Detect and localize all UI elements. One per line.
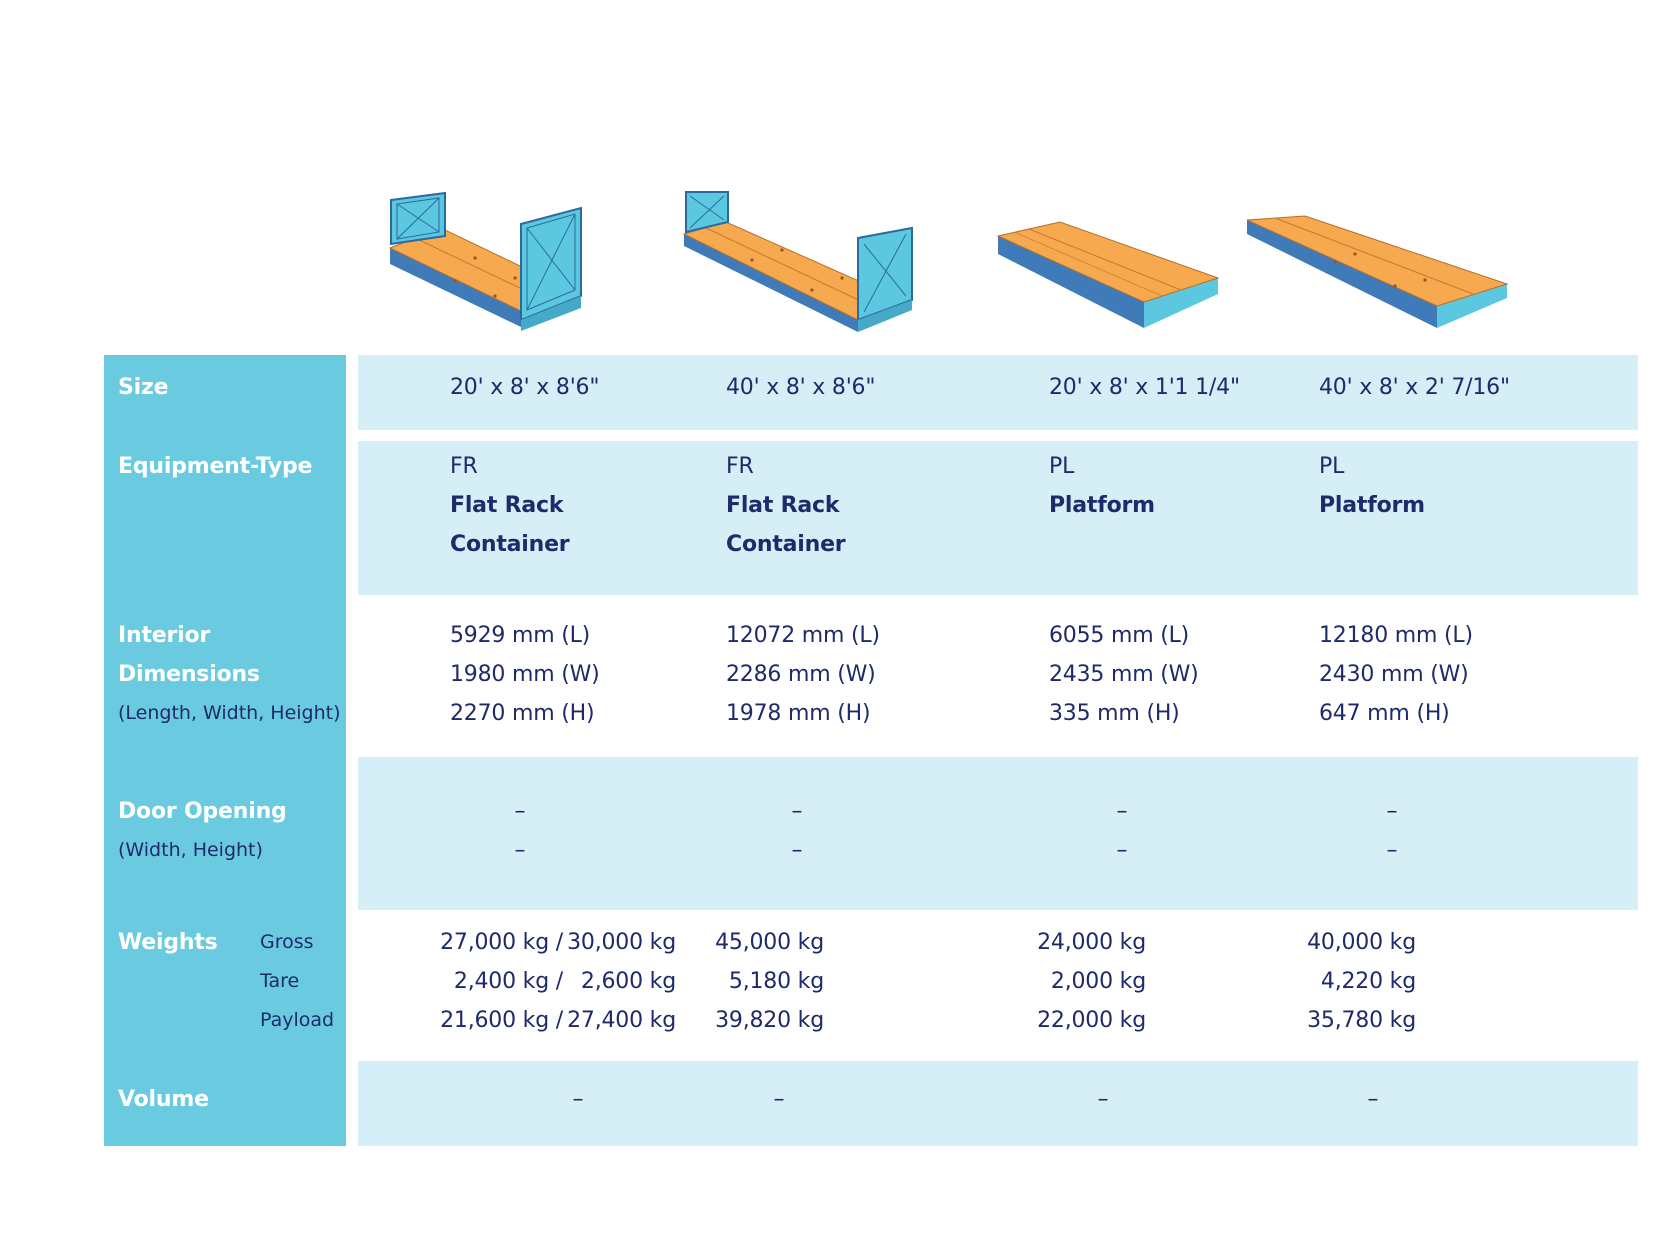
col3-length: 6055 mm (L) [1049, 623, 1190, 648]
col4-door-height: – [1386, 838, 1398, 863]
col2-door-height: – [791, 838, 803, 863]
interior-label-line1: Interior [118, 623, 211, 648]
col1-name-line1: Flat Rack [450, 493, 564, 518]
door-row-band [358, 757, 1638, 910]
col3-payload: 22,000 kg [1037, 1008, 1146, 1033]
col1-code: FR [450, 454, 478, 479]
col2-payload: 39,820 kg [715, 1008, 824, 1033]
col1-height: 2270 mm (H) [450, 701, 595, 726]
door-sub-label: (Width, Height) [118, 839, 263, 861]
weights-label: Weights [118, 930, 218, 955]
col2-name-line1: Flat Rack [726, 493, 840, 518]
label-column [104, 355, 346, 1146]
col3-volume: – [1097, 1087, 1109, 1112]
col3-tare: 2,000 kg [1050, 969, 1146, 994]
col1-length: 5929 mm (L) [450, 623, 591, 648]
col1-tare-alt: 2,600 kg [580, 969, 676, 994]
col1-gross-alt: 30,000 kg [567, 930, 676, 955]
interior-label-line2: Dimensions [118, 662, 260, 687]
col2-length: 12072 mm (L) [726, 623, 880, 648]
col3-name-line1: Platform [1049, 493, 1155, 518]
tare-label: Tare [260, 970, 300, 992]
col1-payload-alt: 27,400 kg [567, 1008, 676, 1033]
col3-height: 335 mm (H) [1049, 701, 1180, 726]
col1-size: 20' x 8' x 8'6" [450, 375, 600, 400]
equipment-row-band [358, 441, 1638, 595]
flat-rack-20-icon [385, 186, 590, 331]
interior-sub-label: (Length, Width, Height) [118, 702, 341, 724]
col2-code: FR [726, 454, 754, 479]
col4-width: 2430 mm (W) [1319, 662, 1469, 687]
col2-gross: 45,000 kg [715, 930, 824, 955]
col1-volume: – [572, 1087, 584, 1112]
col3-gross: 24,000 kg [1037, 930, 1146, 955]
platform-40-icon [1245, 214, 1509, 332]
col2-size: 40' x 8' x 8'6" [726, 375, 876, 400]
size-label: Size [118, 375, 169, 400]
equipment-type-label: Equipment-Type [118, 454, 313, 479]
col4-gross: 40,000 kg [1307, 930, 1416, 955]
volume-label: Volume [118, 1087, 209, 1112]
volume-row-band [358, 1061, 1638, 1146]
col4-height: 647 mm (H) [1319, 701, 1450, 726]
col3-width: 2435 mm (W) [1049, 662, 1199, 687]
col3-size: 20' x 8' x 1'1 1/4" [1049, 375, 1240, 400]
col2-door-width: – [791, 799, 803, 824]
col2-height: 1978 mm (H) [726, 701, 871, 726]
size-row-band [358, 355, 1638, 430]
col2-width: 2286 mm (W) [726, 662, 876, 687]
col3-code: PL [1049, 454, 1075, 479]
col2-volume: – [773, 1087, 785, 1112]
col4-code: PL [1319, 454, 1345, 479]
col1-name-line2: Container [450, 532, 570, 557]
col3-door-height: – [1116, 838, 1128, 863]
platform-20-icon [996, 220, 1222, 332]
col4-tare: 4,220 kg [1320, 969, 1416, 994]
col4-volume: – [1367, 1087, 1379, 1112]
col1-door-height: – [514, 838, 526, 863]
col3-door-width: – [1116, 799, 1128, 824]
col1-door-width: – [514, 799, 526, 824]
col2-name-line2: Container [726, 532, 846, 557]
col1-width: 1980 mm (W) [450, 662, 600, 687]
col4-name-line1: Platform [1319, 493, 1425, 518]
door-opening-label: Door Opening [118, 799, 287, 824]
col1-tare: 2,400 kg / [453, 969, 563, 994]
payload-label: Payload [260, 1009, 335, 1031]
col1-payload: 21,600 kg / [440, 1008, 563, 1033]
flat-rack-40-icon [682, 190, 916, 332]
gross-label: Gross [260, 931, 314, 953]
col1-gross: 27,000 kg / [440, 930, 563, 955]
col4-payload: 35,780 kg [1307, 1008, 1416, 1033]
col4-length: 12180 mm (L) [1319, 623, 1473, 648]
col4-door-width: – [1386, 799, 1398, 824]
col2-tare: 5,180 kg [728, 969, 824, 994]
col4-size: 40' x 8' x 2' 7/16" [1319, 375, 1510, 400]
